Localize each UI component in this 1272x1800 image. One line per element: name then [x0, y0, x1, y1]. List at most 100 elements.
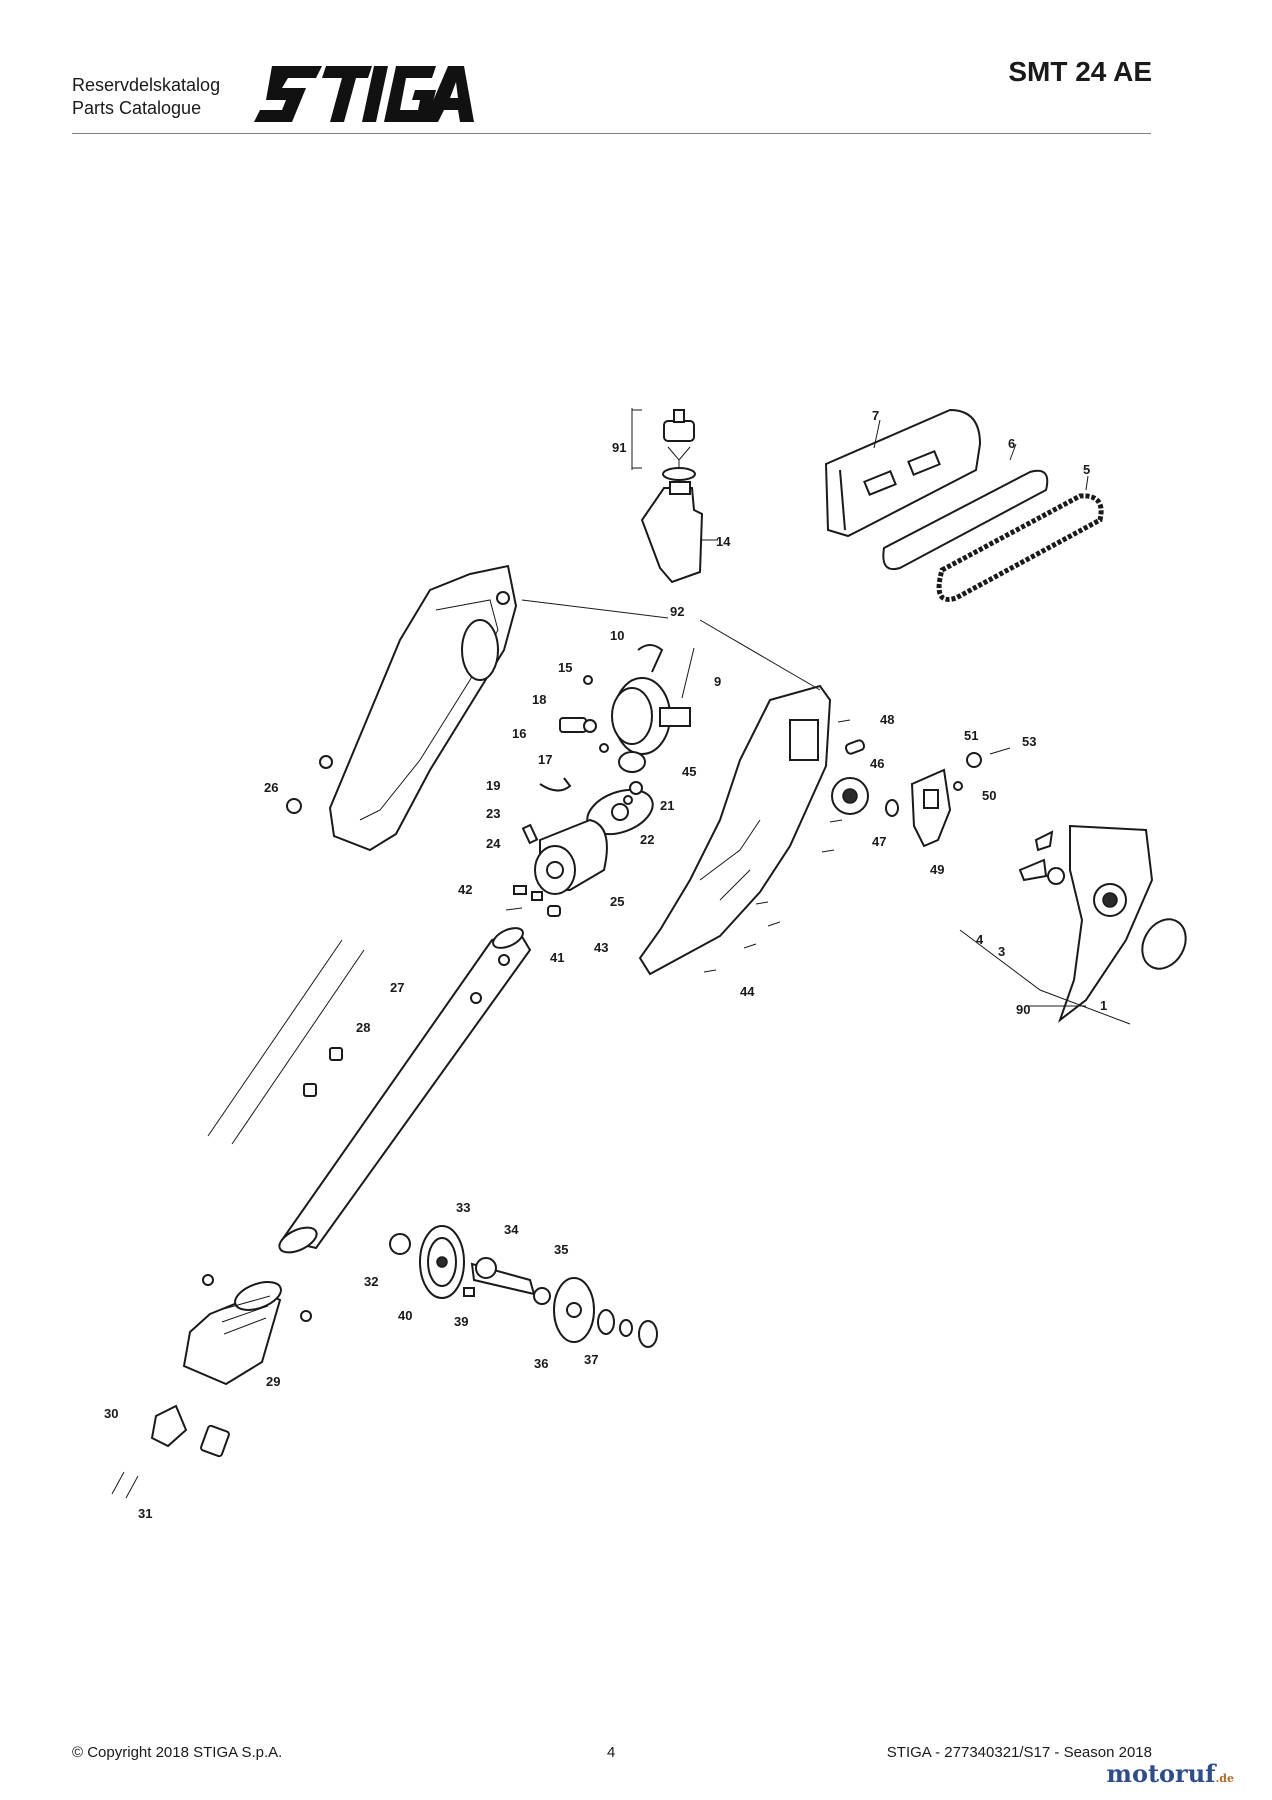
callout-27: 27 — [390, 980, 404, 995]
callout-14: 14 — [716, 534, 731, 549]
part-connector-30 — [150, 1404, 230, 1458]
part-spindle-18 — [559, 717, 597, 733]
part-handle-adapter — [182, 1274, 312, 1386]
stiga-logo — [254, 66, 474, 122]
catalog-title-line2: Parts Catalogue — [72, 98, 202, 118]
part-43 — [547, 905, 561, 917]
footer-doc-ref: STIGA - 277340321/S17 - Season 2018 — [886, 1744, 1152, 1761]
callout-5: 5 — [1083, 462, 1090, 477]
part-ring-47 — [885, 799, 899, 817]
callout-35: 35 — [554, 1242, 568, 1257]
callout-36: 36 — [534, 1356, 548, 1371]
part-screw-15 — [583, 675, 593, 685]
callout-21: 21 — [660, 798, 674, 813]
callout-16: 16 — [512, 726, 526, 741]
header-rule — [72, 133, 1151, 134]
part-washer-3 — [1047, 867, 1065, 885]
part-rings-37 — [597, 1309, 658, 1348]
part-knob-1 — [1141, 918, 1187, 970]
callout-40: 40 — [398, 1308, 412, 1323]
callout-18: 18 — [532, 692, 546, 707]
footer-copyright: © Copyright 2018 STIGA S.p.A. — [72, 1744, 283, 1761]
part-clip-3 — [1034, 830, 1054, 852]
callout-49: 49 — [930, 862, 944, 877]
callout-51: 51 — [964, 728, 978, 743]
part-nut-51 — [966, 752, 982, 768]
callout-17: 17 — [538, 752, 552, 767]
part-43b — [531, 891, 543, 901]
part-clutch-drum — [611, 677, 691, 755]
part-screw-17 — [599, 743, 609, 753]
watermark-name: motoruf — [1106, 1759, 1216, 1788]
part-sprocket-cover — [1057, 824, 1154, 1023]
part-wires-28 — [207, 939, 365, 1145]
part-guide-bar — [882, 443, 1049, 570]
callout-22: 22 — [640, 832, 654, 847]
callout-44: 44 — [740, 984, 755, 999]
callout-92: 92 — [670, 604, 684, 619]
callout-46: 46 — [870, 756, 884, 771]
callout-15: 15 — [558, 660, 572, 675]
callout-29: 29 — [266, 1374, 280, 1389]
callout-41: 41 — [550, 950, 564, 965]
callout-24: 24 — [486, 836, 501, 851]
callout-47: 47 — [872, 834, 886, 849]
callout-90: 90 — [1016, 1002, 1030, 1017]
part-pin — [681, 647, 695, 699]
part-screws — [703, 719, 851, 973]
part-housing-left — [328, 564, 518, 852]
part-sprocket-46 — [831, 777, 869, 815]
callout-4: 4 — [976, 932, 984, 947]
callout-32: 32 — [364, 1274, 378, 1289]
callout-39: 39 — [454, 1314, 468, 1329]
part-washer-35 — [533, 1287, 551, 1305]
part-housing-right — [638, 684, 832, 976]
part-spring — [637, 644, 664, 673]
callout-3: 3 — [998, 944, 1005, 959]
part-42 — [513, 885, 527, 895]
leader-housing — [521, 599, 821, 691]
callout-1: 1 — [1100, 998, 1107, 1013]
part-saw-chain — [936, 475, 1104, 602]
part-screw-50 — [953, 781, 963, 791]
part-clip-4 — [1018, 858, 1048, 882]
part-key-39 — [463, 1287, 475, 1297]
callout-33: 33 — [456, 1200, 470, 1215]
part-bushing-45 — [618, 751, 646, 773]
callout-42: 42 — [458, 882, 472, 897]
callout-19: 19 — [486, 778, 500, 793]
part-bushing-48 — [844, 739, 866, 755]
part-nut-26 — [286, 798, 302, 814]
leader-cover — [959, 929, 1131, 1025]
part-bar-cover — [824, 408, 982, 538]
catalog-title-line1: Reservdelskatalog — [72, 75, 221, 95]
part-tube-27 — [278, 927, 532, 1254]
callout-7: 7 — [872, 408, 879, 423]
watermark-tld: .de — [1215, 1772, 1234, 1785]
callout-50: 50 — [982, 788, 996, 803]
callout-91: 91 — [612, 440, 626, 455]
part-tensioner-49 — [910, 768, 952, 848]
part-oil-cap — [631, 408, 696, 481]
part-41 — [505, 907, 523, 911]
part-nut-26b — [319, 755, 333, 769]
part-shaft-34 — [470, 1257, 536, 1296]
callout-31: 31 — [138, 1506, 152, 1521]
watermark: motoruf.de — [1107, 1759, 1234, 1788]
part-hook-19 — [539, 777, 572, 792]
callout-45: 45 — [682, 764, 696, 779]
part-brush-24 — [521, 823, 539, 845]
callout-9: 9 — [714, 674, 721, 689]
callout-26: 26 — [264, 780, 278, 795]
model-title: SMT 24 AE — [1008, 56, 1152, 87]
part-disc-36 — [553, 1277, 595, 1343]
part-gear-33 — [419, 1225, 465, 1299]
callout-23: 23 — [486, 806, 500, 821]
part-motor — [534, 818, 608, 895]
part-screw-53 — [989, 747, 1011, 755]
callout-37: 37 — [584, 1352, 598, 1367]
part-contacts-31 — [111, 1471, 139, 1499]
part-washer-32 — [389, 1233, 411, 1255]
footer-page-number: 4 — [607, 1744, 616, 1761]
